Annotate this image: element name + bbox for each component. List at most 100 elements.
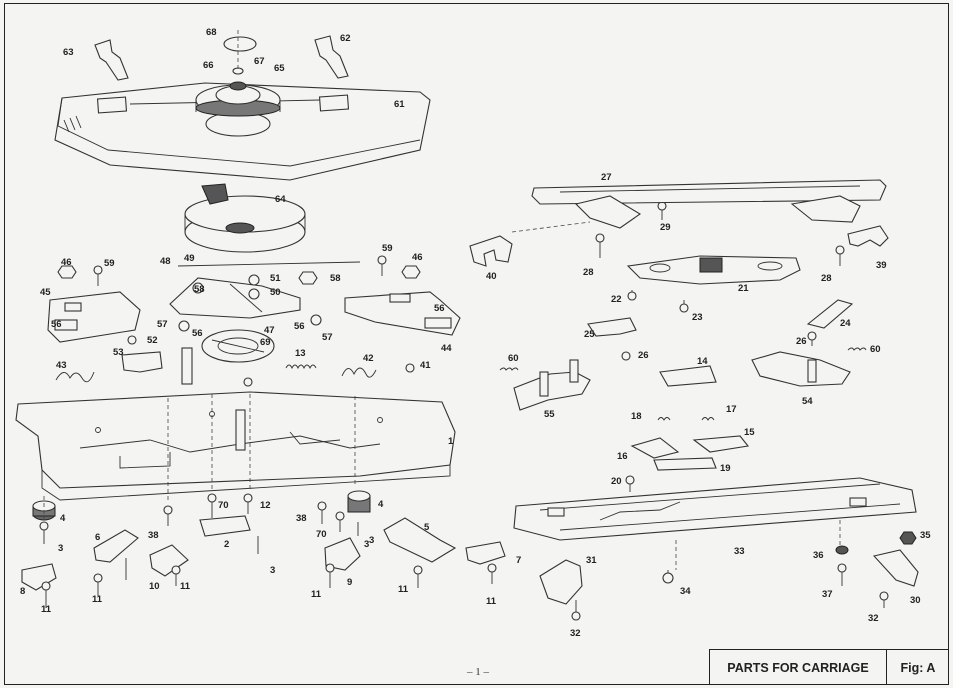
cam-47 [201, 329, 275, 363]
diagram-title: PARTS FOR CARRIAGE [727, 660, 869, 675]
label-28: 28 [821, 273, 832, 284]
plate-21 [626, 255, 801, 285]
label-23: 23 [692, 312, 703, 323]
label-26: 26 [638, 350, 649, 361]
label-13: 13 [295, 348, 306, 359]
label-28: 28 [583, 267, 594, 278]
hook-39 [847, 225, 889, 247]
label-6: 6 [95, 532, 100, 543]
carriage-base-33 [513, 477, 917, 541]
bracket-55 [513, 359, 591, 411]
base-plate-1 [15, 391, 456, 501]
label-18: 18 [631, 411, 642, 422]
rod-48 [177, 261, 361, 267]
label-32: 32 [868, 613, 879, 624]
title-block: PARTS FOR CARRIAGE Fig: A [709, 649, 949, 685]
part-35 [899, 531, 917, 545]
label-17: 17 [726, 404, 737, 415]
label-33: 33 [734, 546, 745, 557]
label-24: 24 [840, 318, 851, 329]
label-2: 2 [224, 539, 229, 550]
label-22: 22 [611, 294, 622, 305]
label-32: 32 [570, 628, 581, 639]
label-56: 56 [51, 319, 62, 330]
label-4: 4 [60, 513, 66, 524]
lever-16 [630, 437, 680, 459]
block-7 [465, 541, 506, 565]
label-27: 27 [601, 172, 612, 183]
label-45: 45 [40, 287, 51, 298]
hook-40 [469, 235, 513, 267]
label-60: 60 [870, 344, 881, 355]
label-21: 21 [738, 283, 749, 294]
label-59: 59 [382, 243, 393, 254]
label-34: 34 [680, 586, 691, 597]
label-40: 40 [486, 271, 497, 282]
tension-dial-65 [195, 67, 281, 137]
label-36: 36 [813, 550, 824, 561]
label-61: 61 [394, 99, 405, 110]
label-57: 57 [322, 332, 333, 343]
label-51: 51 [270, 273, 281, 284]
plate-14 [659, 365, 717, 387]
label-46: 46 [61, 257, 72, 268]
label-3: 3 [369, 535, 374, 546]
label-3: 3 [58, 543, 63, 554]
plate-45 [47, 291, 141, 343]
label-65: 65 [274, 63, 285, 74]
page-number: – 1 – [467, 666, 489, 678]
label-48: 48 [160, 256, 171, 267]
label-1: 1 [448, 436, 454, 447]
label-7: 7 [516, 555, 521, 566]
bracket-9 [324, 537, 361, 571]
screws [39, 201, 889, 621]
bracket-5 [383, 517, 457, 563]
label-3: 3 [270, 565, 275, 576]
label-25: 25 [584, 329, 595, 340]
label-64: 64 [275, 194, 286, 205]
bracket-54 [751, 351, 851, 387]
shaft [181, 347, 193, 385]
label-11: 11 [180, 581, 191, 592]
label-19: 19 [720, 463, 731, 474]
spring-60-left [499, 367, 519, 371]
cam-ring-64 [184, 183, 306, 253]
bracket-10 [149, 544, 189, 577]
lever-15 [692, 435, 750, 453]
label-60: 60 [508, 353, 519, 364]
plate-19 [653, 457, 717, 471]
label-70: 70 [218, 500, 229, 511]
dial-cap-68 [223, 36, 257, 52]
label-8: 8 [20, 586, 25, 597]
label-56: 56 [192, 328, 203, 339]
label-35: 35 [920, 530, 931, 541]
label-58: 58 [194, 284, 205, 295]
label-11: 11 [486, 596, 497, 607]
label-37: 37 [822, 589, 833, 600]
label-26: 26 [796, 336, 807, 347]
rail-27 [531, 179, 887, 229]
label-3: 3 [364, 539, 369, 550]
label-46: 46 [412, 252, 423, 263]
label-38: 38 [148, 530, 159, 541]
lever-24 [806, 299, 854, 329]
spring-18 [657, 417, 671, 421]
block-2 [199, 515, 251, 537]
label-10: 10 [149, 581, 160, 592]
label-11: 11 [311, 589, 322, 600]
figure-label: Fig: A [886, 650, 949, 685]
label-58: 58 [330, 273, 341, 284]
label-57: 57 [157, 319, 168, 330]
label-49: 49 [184, 253, 195, 264]
label-70: 70 [316, 529, 327, 540]
label-53: 53 [113, 347, 124, 358]
label-56: 56 [434, 303, 445, 314]
label-38: 38 [296, 513, 307, 524]
label-43: 43 [56, 360, 67, 371]
label-63: 63 [63, 47, 74, 58]
label-47: 47 [264, 325, 275, 336]
spring-60-right [847, 347, 867, 351]
label-41: 41 [420, 360, 431, 371]
label-16: 16 [617, 451, 628, 462]
